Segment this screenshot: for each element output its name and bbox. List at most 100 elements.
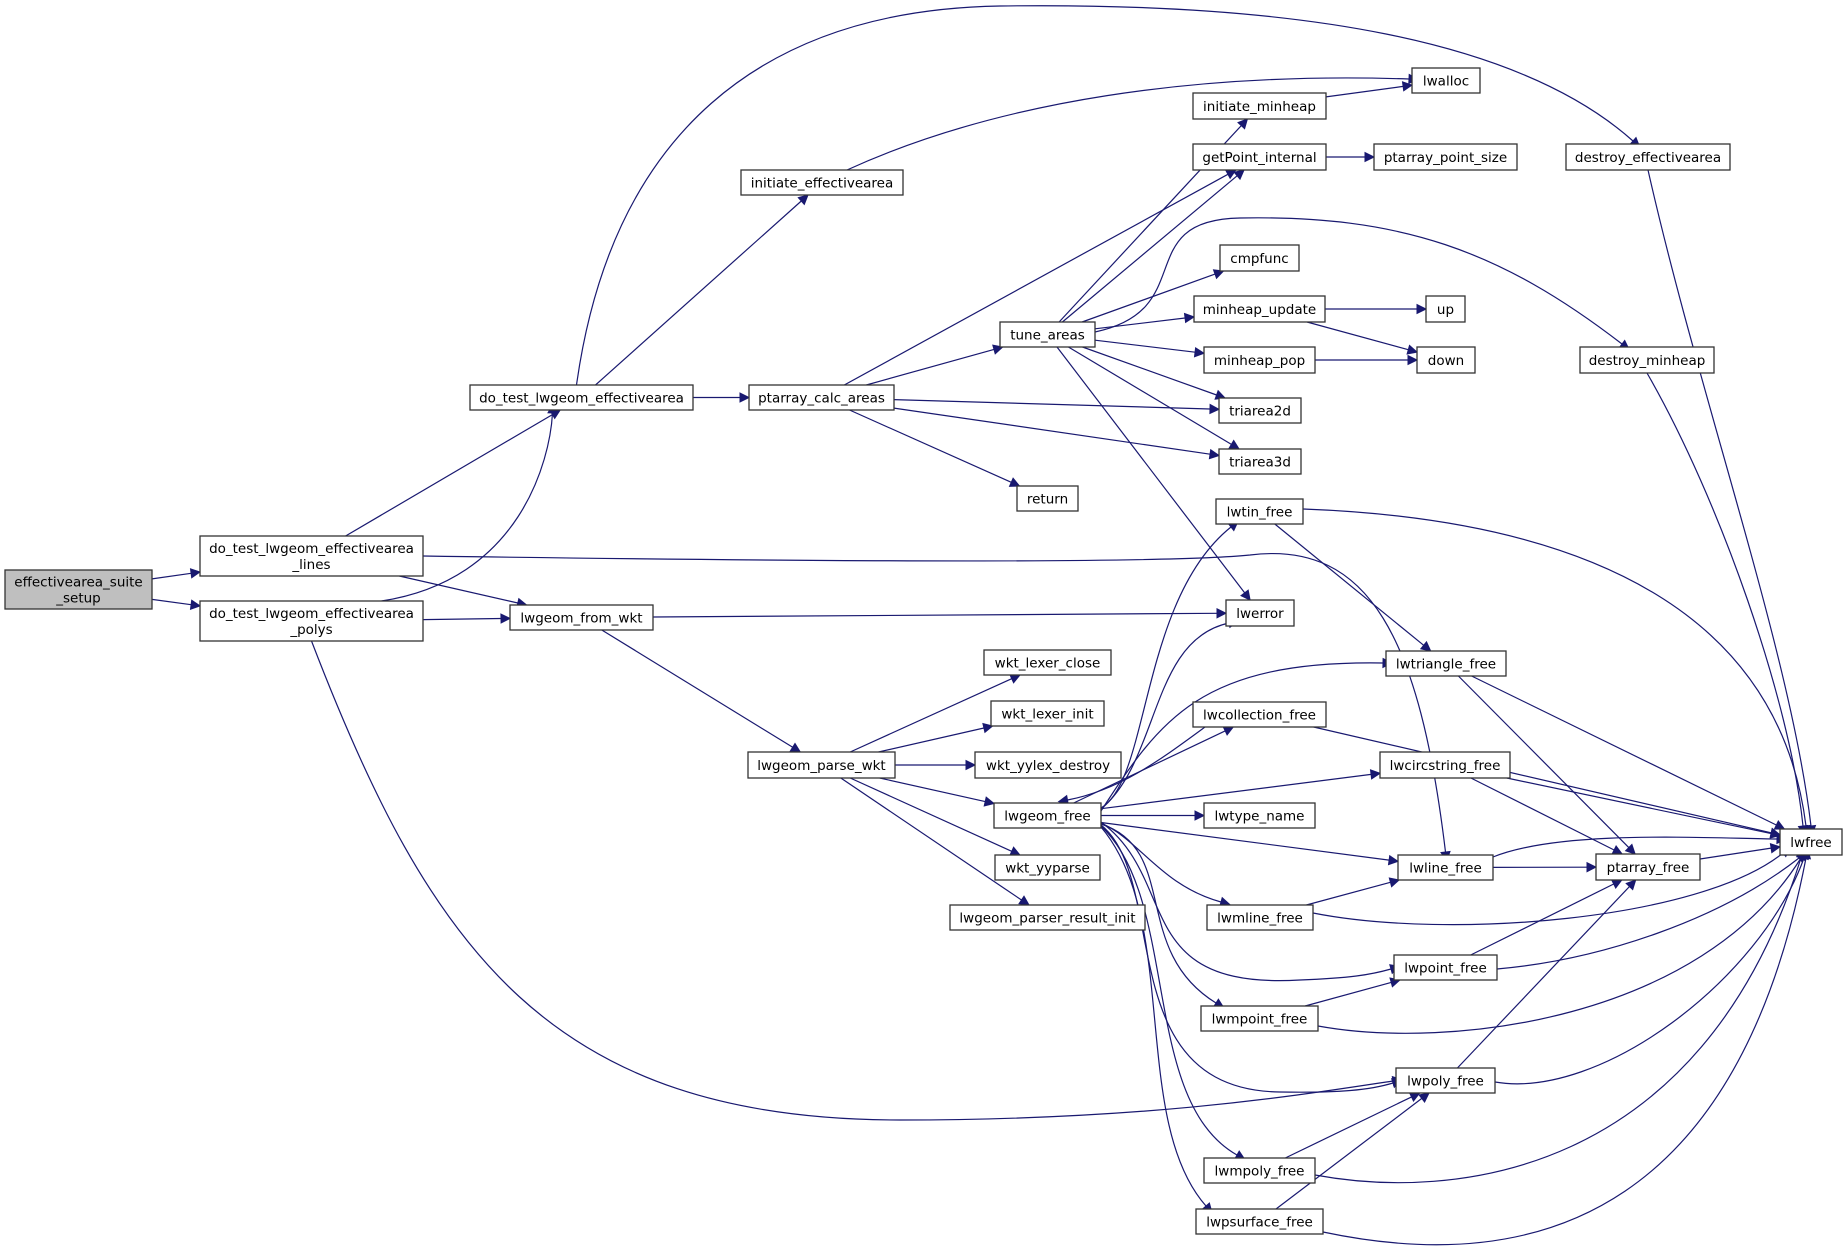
node-label: return <box>1027 492 1068 508</box>
node-triarea3d[interactable]: triarea3d <box>1218 448 1302 475</box>
node-label: wkt_yyparse <box>1005 861 1090 877</box>
node-destroy-minheap[interactable]: destroy_minheap <box>1579 346 1715 374</box>
node-destroy-ea[interactable]: destroy_effectivearea <box>1565 143 1731 171</box>
node-lwerror[interactable]: lwerror <box>1225 599 1295 627</box>
edge-tune_areas-to-getpoint <box>1062 169 1245 323</box>
arrowhead-icon <box>739 392 751 403</box>
edge-destroy_ea-to-lwfree <box>1647 169 1817 837</box>
node-label: do_test_lwgeom_effectivearea <box>209 606 414 622</box>
edge-lwgeom_free-to-lwpoly_free <box>1100 824 1403 1093</box>
node-mh-pop[interactable]: minheap_pop <box>1203 346 1316 374</box>
edge-line <box>1322 857 1807 1246</box>
edge-line <box>878 727 985 753</box>
arrowhead-icon <box>1419 640 1432 652</box>
node-getpoint[interactable]: getPoint_internal <box>1192 143 1327 171</box>
node-lwcircstring-free[interactable]: lwcircstring_free <box>1379 751 1511 779</box>
node-label: lwpoint_free <box>1404 961 1487 977</box>
arrowhead-icon <box>1194 810 1206 821</box>
edge-dt_polys-to-from_wkt <box>422 613 512 624</box>
node-label: lwgeom_from_wkt <box>520 611 642 627</box>
node-yyparse[interactable]: wkt_yyparse <box>994 854 1101 881</box>
arrowhead-icon <box>1624 843 1636 855</box>
node-label: minheap_update <box>1203 302 1316 318</box>
node-dt-polys[interactable]: do_test_lwgeom_effectivearea_polys <box>199 600 424 642</box>
node-lexer-init[interactable]: wkt_lexer_init <box>990 700 1105 727</box>
node-lwtriangle-free[interactable]: lwtriangle_free <box>1385 650 1507 677</box>
node-down[interactable]: down <box>1416 346 1476 374</box>
node-dt-lines[interactable]: do_test_lwgeom_effectivearea_lines <box>199 535 424 577</box>
node-label: wkt_lexer_init <box>1001 707 1093 723</box>
arrowhead-icon <box>1233 169 1245 181</box>
edge-dt_ea-to-init_ea <box>595 194 809 386</box>
node-label: lwcollection_free <box>1203 708 1316 724</box>
edge-lwpsurface_free-to-lwpoly_free <box>1275 1092 1430 1210</box>
node-box <box>1192 143 1327 171</box>
arrowhead-icon <box>1228 439 1241 450</box>
edge-line <box>1325 85 1404 98</box>
edge-lwgeom_free-to-lwtype_name <box>1101 810 1206 821</box>
node-box <box>993 802 1102 829</box>
node-from-wkt[interactable]: lwgeom_from_wkt <box>509 604 654 631</box>
node-lwfree[interactable]: lwfree <box>1779 828 1843 856</box>
node-init-ea[interactable]: initiate_effectivearea <box>740 169 904 196</box>
node-ptarray-free[interactable]: ptarray_free <box>1595 853 1701 881</box>
node-lwtin-free[interactable]: lwtin_free <box>1215 498 1304 525</box>
edge-line <box>1314 857 1802 1184</box>
node-lwtype-name[interactable]: lwtype_name <box>1203 802 1316 829</box>
node-ret[interactable]: return <box>1016 485 1079 512</box>
node-lwline-free[interactable]: lwline_free <box>1397 854 1494 881</box>
node-lwalloc[interactable]: lwalloc <box>1411 67 1481 94</box>
edge-line <box>1274 523 1425 646</box>
edge-line <box>849 777 1012 852</box>
node-init-minheap[interactable]: initiate_minheap <box>1192 92 1327 120</box>
edge-calc_areas-to-ret <box>849 409 1021 487</box>
edge-line <box>595 200 802 386</box>
node-box <box>1215 498 1304 525</box>
node-box <box>974 751 1122 779</box>
node-yylex-destroy[interactable]: wkt_yylex_destroy <box>974 751 1122 779</box>
node-lwpoly-free[interactable]: lwpoly_free <box>1395 1067 1496 1094</box>
node-lexer-close[interactable]: wkt_lexer_close <box>983 649 1112 676</box>
edge-line <box>893 399 1211 410</box>
edge-lwgeom_free-to-lwpoint_free <box>1100 821 1401 982</box>
node-lwmpoly-free[interactable]: lwmpoly_free <box>1203 1157 1316 1184</box>
node-lwmpoint-free[interactable]: lwmpoint_free <box>1200 1005 1319 1032</box>
edge-line <box>1100 773 1372 810</box>
arrowhead-icon <box>789 742 802 753</box>
node-box <box>1595 853 1701 881</box>
edge-line <box>1470 883 1614 956</box>
node-dt-ea[interactable]: do_test_lwgeom_effectivearea <box>469 384 694 411</box>
node-lwmline-free[interactable]: lwmline_free <box>1206 904 1314 931</box>
node-lwpoint-free[interactable]: lwpoint_free <box>1393 954 1498 981</box>
node-box <box>1206 904 1314 931</box>
node-label: lwalloc <box>1423 74 1469 90</box>
node-root[interactable]: effectivearea_suite_setup <box>4 569 153 610</box>
node-label: lwgeom_parser_result_init <box>959 911 1135 927</box>
edge-lwpoint_free-to-ptarray_free <box>1470 879 1623 956</box>
node-up[interactable]: up <box>1425 295 1466 323</box>
node-lwgeom-free[interactable]: lwgeom_free <box>993 802 1102 829</box>
node-lwcollection-free[interactable]: lwcollection_free <box>1192 701 1327 728</box>
node-label: lwgeom_parse_wkt <box>757 758 885 774</box>
arrowhead-icon <box>500 613 512 624</box>
arrowhead-icon <box>1369 769 1382 780</box>
node-calc-areas[interactable]: ptarray_calc_areas <box>748 384 895 411</box>
node-mh-update[interactable]: minheap_update <box>1193 295 1326 323</box>
node-triarea2d[interactable]: triarea2d <box>1218 397 1302 424</box>
edge-lwmpoly_free-to-lwpoly_free <box>1285 1092 1421 1159</box>
node-parser-init[interactable]: lwgeom_parser_result_init <box>949 904 1146 931</box>
node-box <box>1203 346 1316 374</box>
node-parse-wkt[interactable]: lwgeom_parse_wkt <box>747 751 896 779</box>
edge-line <box>1100 821 1390 861</box>
node-box <box>1379 751 1511 779</box>
node-cmpfunc[interactable]: cmpfunc <box>1219 244 1300 272</box>
node-pt-point-size[interactable]: ptarray_point_size <box>1373 143 1518 171</box>
node-box <box>1203 1157 1316 1184</box>
node-box <box>1192 701 1327 728</box>
node-box <box>1411 67 1481 94</box>
node-tune-areas[interactable]: tune_areas <box>999 321 1096 348</box>
arrowhead-icon <box>1418 1092 1430 1103</box>
node-label: lwgeom_free <box>1004 809 1090 825</box>
arrowhead-icon <box>1773 820 1786 830</box>
node-lwpsurface-free[interactable]: lwpsurface_free <box>1195 1208 1324 1235</box>
